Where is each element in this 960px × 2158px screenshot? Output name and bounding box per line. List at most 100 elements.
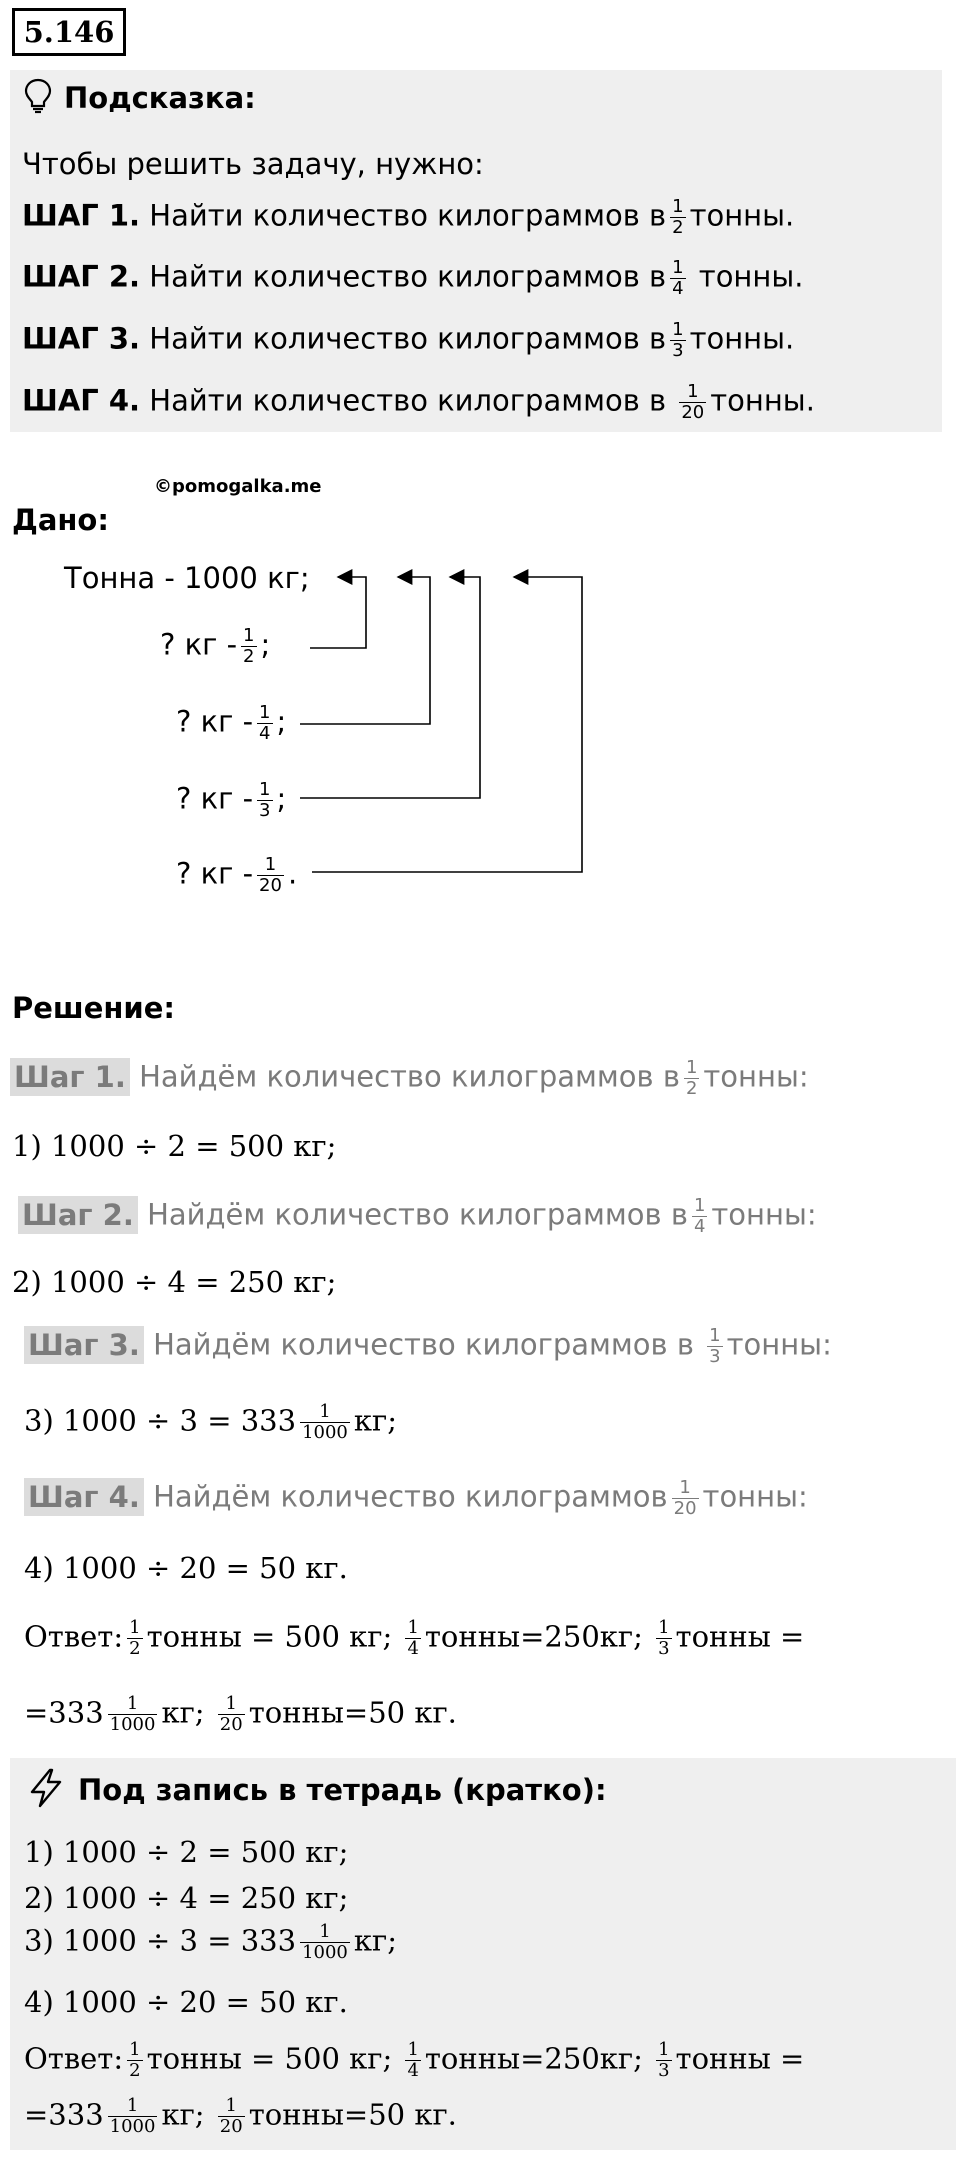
hint-step-tail: тонны. xyxy=(689,321,795,356)
hint-step-tail: тонны. xyxy=(710,383,815,418)
answer-part: тонны = xyxy=(675,2041,805,2076)
given-row-suffix: . xyxy=(287,856,298,891)
notes-panel xyxy=(10,1758,956,2150)
solution-step-label: Шаг 2. xyxy=(18,1195,138,1234)
given-row-prefix: ? кг - xyxy=(160,627,238,662)
answer-part: кг; xyxy=(161,2097,205,2132)
answer-part: тонны=250кг; xyxy=(424,1619,643,1654)
answer-part: тонны=250кг; xyxy=(424,2041,643,2076)
answer-part: тонны = 500 кг; xyxy=(146,1619,393,1654)
answer-part: тонны = 500 кг; xyxy=(146,2041,393,2076)
given-title: Дано: xyxy=(12,503,109,537)
notes-calc-1: 1) 1000 ÷ 2 = 500 кг; xyxy=(24,1835,349,1869)
solution-step-text: Найдём количество килограммов в xyxy=(153,1327,694,1362)
given-row-prefix: ? кг - xyxy=(176,704,254,739)
hint-step-text: Найти количество килограммов в xyxy=(149,383,667,418)
hint-step-label: ШАГ 1. xyxy=(22,198,141,233)
given-row-suffix: ; xyxy=(276,781,287,816)
calc-3-tail: кг; xyxy=(353,1403,397,1438)
answer-part: тонны = xyxy=(675,1619,805,1654)
solution-step-label: Шаг 4. xyxy=(24,1477,144,1516)
solution-step-label: Шаг 1. xyxy=(10,1057,130,1096)
calc-3-text: 3) 1000 ÷ 3 = 333 xyxy=(24,1923,297,1958)
hint-step-tail: тонны. xyxy=(689,198,795,233)
given-row-prefix: ? кг - xyxy=(176,856,254,891)
solution-step-3: Шаг 3. Найдём количество килограммов в 1… xyxy=(24,1325,832,1367)
hint-step-text: Найти количество килограммов в xyxy=(149,321,667,356)
hint-step-tail: тонны. xyxy=(698,259,804,294)
lightning-icon xyxy=(26,1768,66,1812)
answer-part: =333 xyxy=(24,2097,104,2132)
answer-label: Ответ: xyxy=(24,1619,124,1654)
solution-step-tail: тонны: xyxy=(726,1327,832,1362)
answer-part: тонны=50 кг. xyxy=(248,2097,457,2132)
answer-part: тонны=50 кг. xyxy=(248,1695,457,1730)
solution-step-text: Найдём количество килограммов в xyxy=(139,1059,680,1094)
hint-panel xyxy=(10,70,942,432)
hint-intro: Чтобы решить задачу, нужно: xyxy=(22,147,484,181)
notes-title: Под запись в тетрадь (кратко): xyxy=(78,1773,607,1807)
watermark: ©pomogalka.me xyxy=(154,476,322,497)
hint-step-text: Найти количество килограммов в xyxy=(149,198,667,233)
hint-step-label: ШАГ 4. xyxy=(22,383,141,418)
hint-title: Подсказка: xyxy=(64,81,256,115)
answer-label: Ответ: xyxy=(24,2041,124,2076)
notes-calc-2: 2) 1000 ÷ 4 = 250 кг; xyxy=(24,1881,349,1915)
calc-3-tail: кг; xyxy=(353,1923,397,1958)
answer-part: кг; xyxy=(161,1695,205,1730)
solution-step-tail: тонны: xyxy=(703,1059,809,1094)
solution-step-text: Найдём количество килограммов xyxy=(153,1479,668,1514)
given-ton-line: Тонна - 1000 кг; xyxy=(64,561,310,595)
notes-calc-4: 4) 1000 ÷ 20 = 50 кг. xyxy=(24,1985,348,2019)
hint-step-label: ШАГ 3. xyxy=(22,321,141,356)
lightbulb-icon xyxy=(24,78,52,118)
calc-2: 2) 1000 ÷ 4 = 250 кг; xyxy=(12,1265,337,1299)
calc-3-text: 3) 1000 ÷ 3 = 333 xyxy=(24,1403,297,1438)
solution-step-label: Шаг 3. xyxy=(24,1325,144,1364)
solution-step-text: Найдём количество килограммов в xyxy=(147,1197,688,1232)
given-row-prefix: ? кг - xyxy=(176,781,254,816)
given-row-suffix: ; xyxy=(260,627,271,662)
calc-1: 1) 1000 ÷ 2 = 500 кг; xyxy=(12,1129,337,1163)
problem-number: 5.146 xyxy=(12,8,126,56)
solution-step-tail: тонны: xyxy=(711,1197,817,1232)
